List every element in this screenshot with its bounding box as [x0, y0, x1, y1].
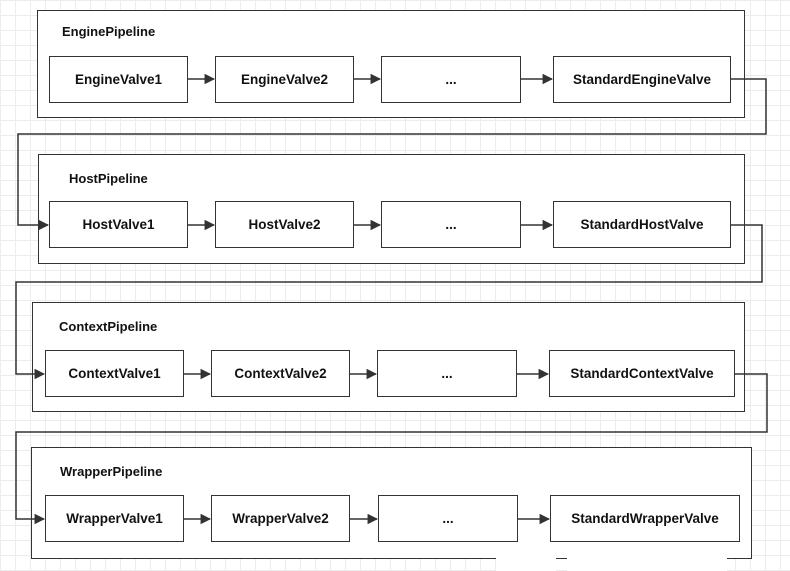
bottom-crop-mask [496, 551, 556, 571]
pipeline-title: HostPipeline [69, 171, 148, 186]
wrapper-valve-2: WrapperValve2 [211, 495, 350, 542]
pipeline-title: ContextPipeline [59, 319, 158, 334]
standard-engine-valve: StandardEngineValve [553, 56, 731, 103]
host-valve-2: HostValve2 [215, 201, 354, 248]
wrapper-valve-ellipsis: ... [378, 495, 518, 542]
standard-host-valve: StandardHostValve [553, 201, 731, 248]
arrow-context-to-wrapper [15, 373, 768, 525]
host-valve-ellipsis: ... [381, 201, 521, 248]
context-valve-1: ContextValve1 [45, 350, 184, 397]
wrapper-valve-1: WrapperValve1 [45, 495, 184, 542]
context-valve-ellipsis: ... [377, 350, 517, 397]
host-valve-1: HostValve1 [49, 201, 188, 248]
arrow-engine-to-host [17, 78, 767, 231]
arrow-host-to-context [15, 224, 763, 380]
engine-valve-ellipsis: ... [381, 56, 521, 103]
context-valve-2: ContextValve2 [211, 350, 350, 397]
pipeline-title: EnginePipeline [62, 24, 156, 39]
standard-context-valve: StandardContextValve [549, 350, 735, 397]
bottom-crop-mask [567, 551, 727, 571]
engine-valve-2: EngineValve2 [215, 56, 354, 103]
engine-valve-1: EngineValve1 [49, 56, 188, 103]
standard-wrapper-valve: StandardWrapperValve [550, 495, 740, 542]
pipeline-title: WrapperPipeline [60, 464, 163, 479]
